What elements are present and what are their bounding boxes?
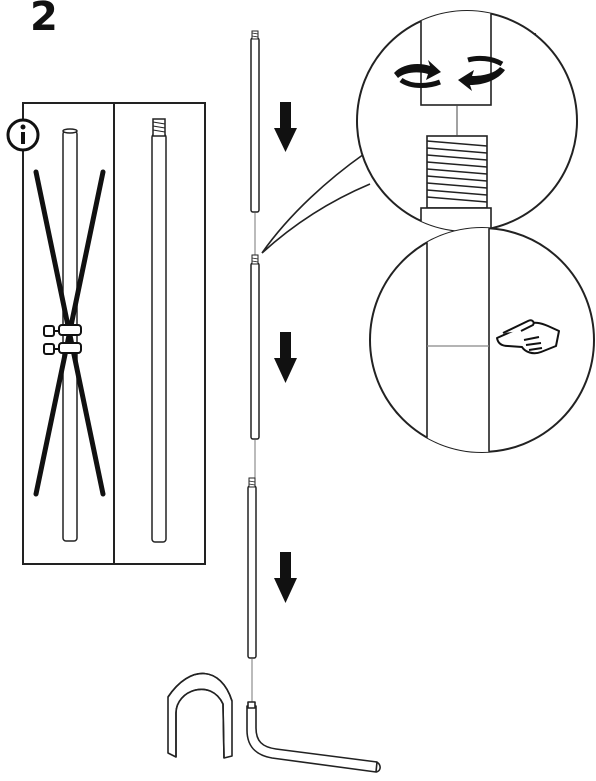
cable-clip-icon — [43, 324, 82, 355]
callout-pointer — [261, 153, 371, 254]
incorrect-example — [33, 128, 106, 542]
pointing-hand-icon — [496, 319, 560, 355]
correct-example — [151, 118, 167, 543]
tube-section-bottom — [247, 477, 257, 659]
lamp-assembly — [167, 30, 381, 773]
tube-section-top — [250, 30, 260, 213]
info-icon — [6, 118, 40, 152]
zoom-detail-thread — [356, 10, 578, 232]
arrow-down-icon — [274, 102, 297, 152]
arrow-down-icon — [274, 552, 297, 603]
rotate-icon — [394, 55, 505, 91]
tube-threaded — [151, 133, 167, 543]
lamp-base — [167, 672, 233, 759]
step-number: 2 — [30, 0, 58, 40]
base-leg — [246, 701, 378, 773]
info-panel — [22, 102, 206, 565]
arrow-down-icon — [274, 332, 297, 383]
zoom-detail-flush — [369, 227, 595, 453]
tube-section-middle — [250, 254, 260, 440]
